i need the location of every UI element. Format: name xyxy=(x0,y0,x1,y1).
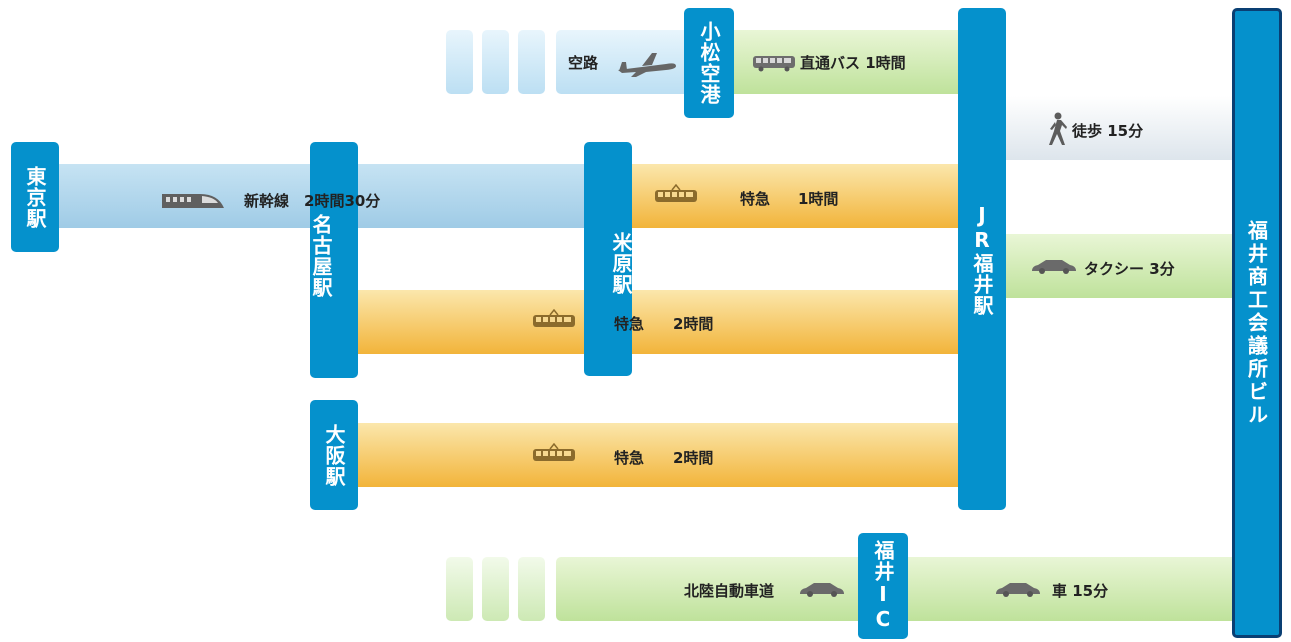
expressway-label: 北陸自動車道 xyxy=(684,581,775,600)
car-icon xyxy=(996,583,1040,597)
osaka-express-type: 特急 xyxy=(614,448,645,467)
air-route-label: 空路 xyxy=(568,53,599,72)
nagoya-express-time: 2時間 xyxy=(673,314,714,333)
taxi-label: タクシー 3分 xyxy=(1084,259,1175,278)
car-icon xyxy=(800,583,844,597)
maibara-express-time: 1時間 xyxy=(798,189,839,208)
nagoya-express-type: 特急 xyxy=(614,314,645,333)
fukui-interchange: 福井IC xyxy=(858,533,908,639)
walk-route-band xyxy=(1005,96,1232,160)
limited-express-train-icon xyxy=(655,184,697,202)
walking-person-icon xyxy=(1049,112,1067,145)
station-jr-fukui: JR福井駅 xyxy=(958,8,1006,510)
station-osaka: 大阪駅 xyxy=(310,400,358,510)
limited-express-train-icon xyxy=(533,309,575,327)
nagoya-express-band xyxy=(355,290,963,354)
air-route-fade-3 xyxy=(518,30,545,94)
osaka-express-time: 2時間 xyxy=(673,448,714,467)
expressway-fade-3 xyxy=(518,557,545,621)
bus-icon xyxy=(753,56,795,72)
maibara-express-type: 特急 xyxy=(740,189,771,208)
expressway-fade-2 xyxy=(482,557,509,621)
limited-express-train-icon xyxy=(533,443,575,461)
air-route-fade-2 xyxy=(482,30,509,94)
expressway-fade-1 xyxy=(446,557,473,621)
station-tokyo: 東京駅 xyxy=(11,142,59,252)
station-komatsu-airport: 小松空港 xyxy=(684,8,734,118)
car-label: 車 15分 xyxy=(1052,581,1109,600)
taxi-car-icon xyxy=(1032,260,1076,274)
destination-fukui-chamber-building: 福井商工会議所ビル xyxy=(1232,8,1282,638)
shinkansen-label: 新幹線 2時間30分 xyxy=(244,191,381,210)
airplane-icon xyxy=(618,53,676,77)
direct-bus-label: 直通バス 1時間 xyxy=(800,53,906,72)
osaka-express-band xyxy=(355,423,963,487)
station-maibara: 米原駅 xyxy=(584,142,633,376)
station-nagoya: 名古屋駅 xyxy=(309,142,358,378)
air-route-fade-1 xyxy=(446,30,473,94)
walk-label: 徒歩 15分 xyxy=(1072,121,1144,140)
shinkansen-icon xyxy=(162,194,224,208)
